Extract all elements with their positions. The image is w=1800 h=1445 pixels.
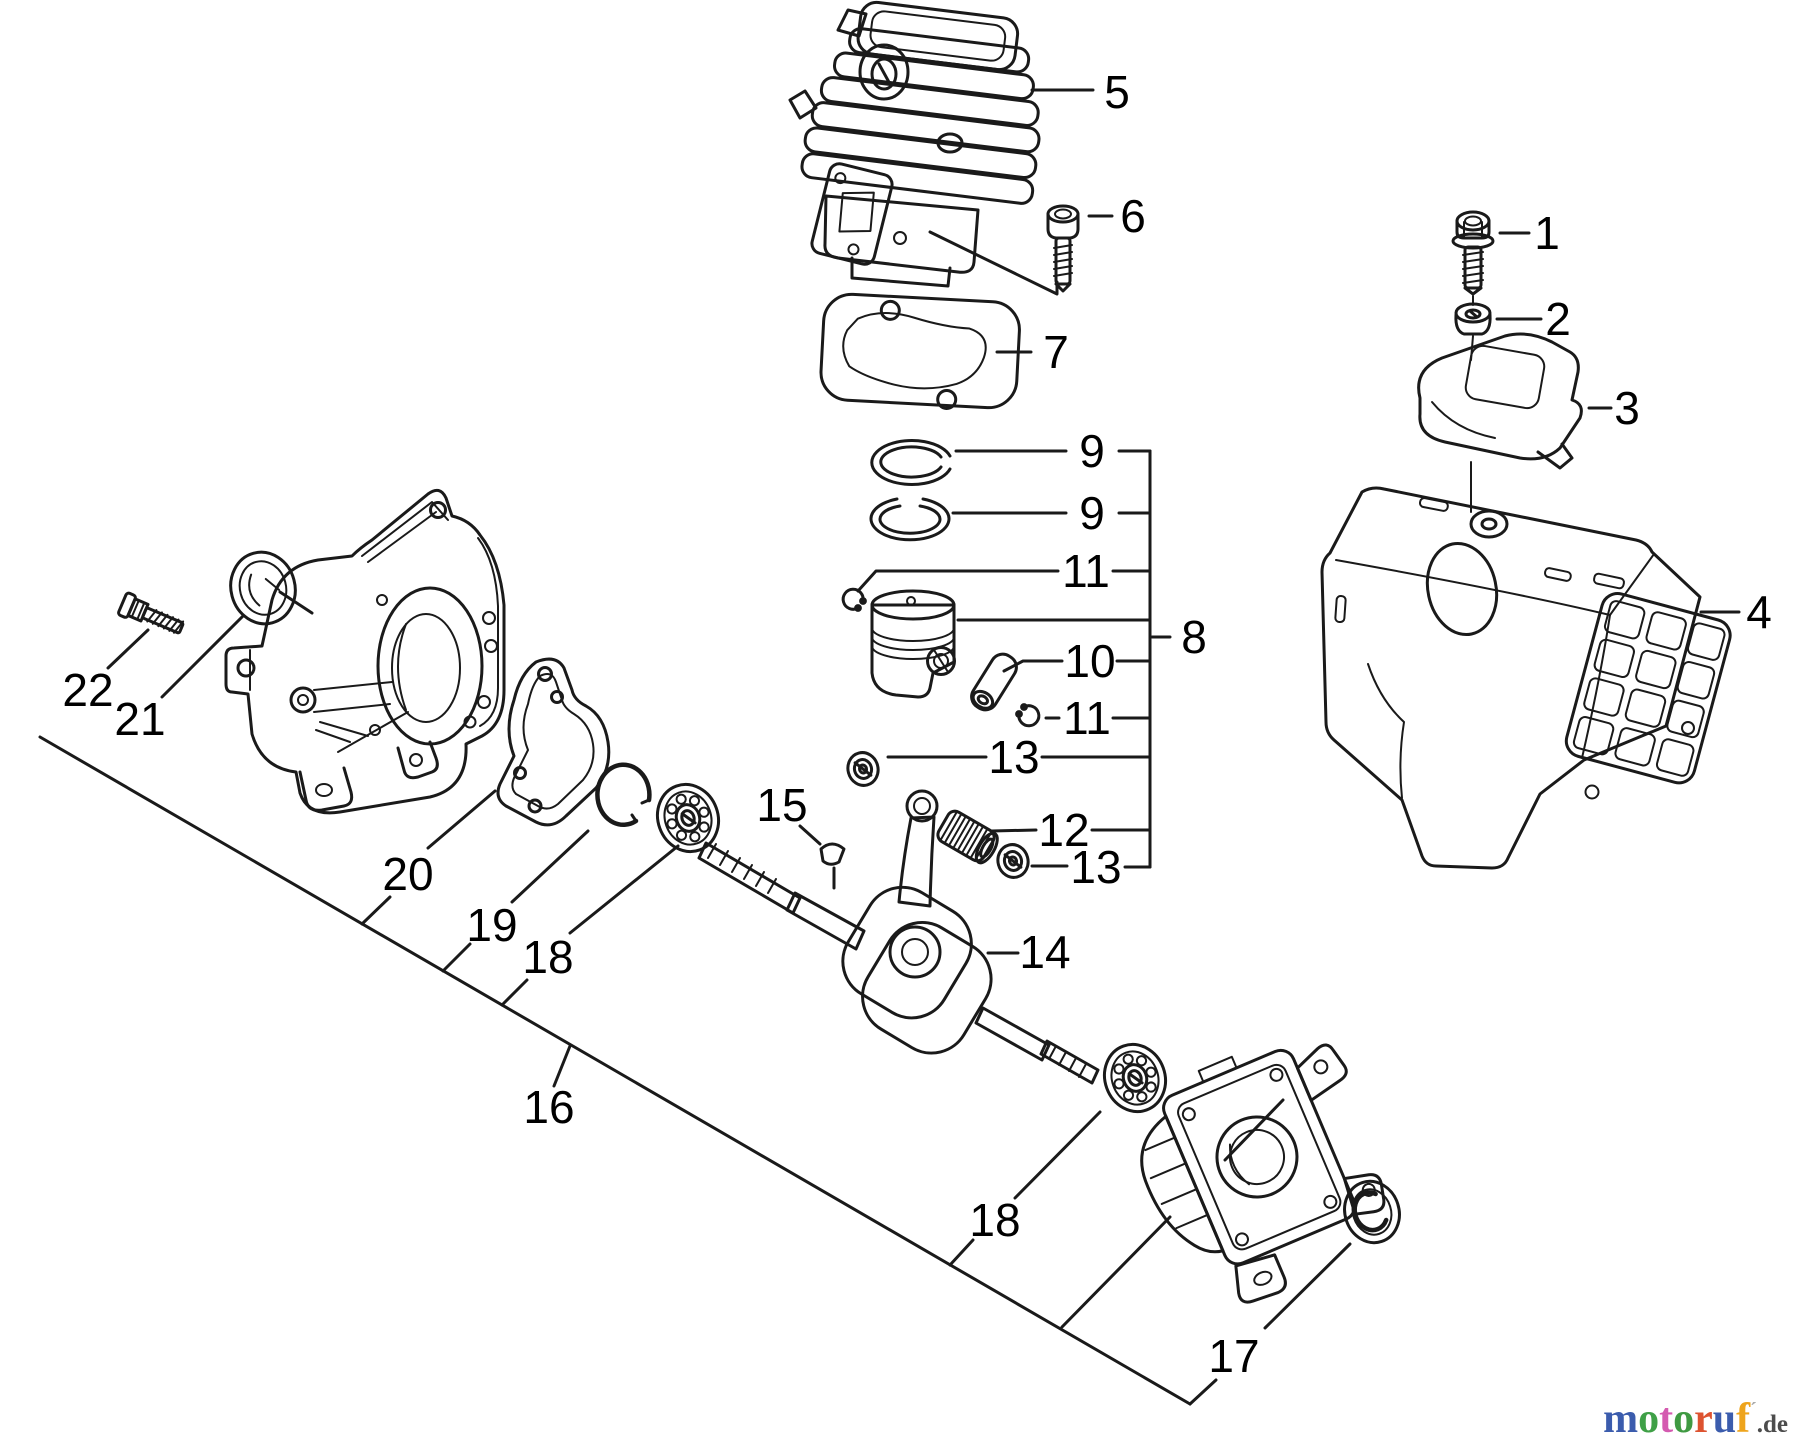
callout-11a: 11 (1062, 545, 1110, 597)
wm-letter: f (1736, 1396, 1751, 1442)
callout-3: 3 (1614, 382, 1640, 434)
callout-13a: 13 (988, 731, 1039, 783)
needle-bearing-illustration (936, 809, 999, 865)
cover-bolt-illustration (1451, 210, 1495, 296)
callout-21: 21 (114, 693, 165, 745)
callout-9a: 9 (1079, 425, 1105, 477)
crankcase-left-illustration (224, 488, 506, 815)
tick-to-19 (441, 942, 472, 973)
engine-cover-illustration (1320, 486, 1732, 870)
crankcase-ear-top (1295, 1043, 1348, 1102)
crankcase-bolt-illustration (117, 591, 185, 635)
cylinder-base (823, 194, 980, 274)
exhaust-flange (810, 162, 894, 266)
callout-15: 15 (756, 779, 807, 831)
wm-domain-suffix: .de (1757, 1411, 1788, 1438)
piston-pin-illustration (970, 652, 1018, 712)
wm-letter: u (1713, 1396, 1736, 1442)
callout-16: 16 (523, 1081, 574, 1133)
washer-13a-illustration (846, 751, 880, 787)
callout-9b: 9 (1079, 487, 1105, 539)
callout-6: 6 (1120, 190, 1146, 242)
cylinder-bolt-illustration (1046, 204, 1080, 293)
wm-letter: t (1659, 1396, 1673, 1442)
oil-seal-right-illustration (1343, 1179, 1401, 1245)
crankcase-gasket-illustration (496, 657, 611, 827)
spark-plug-boss (858, 43, 910, 101)
leader-12 (990, 828, 1038, 833)
crankcase-ear-bottom (1342, 1173, 1386, 1216)
callout-labels: 1 2 3 4 5 6 7 8 9 9 11 10 11 13 12 13 14… (62, 66, 1771, 1382)
callout-18b: 18 (969, 1194, 1020, 1246)
circlip-11b-illustration (1015, 703, 1041, 728)
callout-19: 19 (466, 899, 517, 951)
leader-15 (798, 824, 822, 846)
woodruff-key-illustration (819, 842, 846, 866)
leader-11a (856, 569, 1060, 593)
tick-to-18 (500, 978, 529, 1007)
wm-letter: o (1673, 1396, 1694, 1442)
leader-19 (510, 829, 590, 904)
crankshaft-illustration (697, 789, 1100, 1085)
callout-8: 8 (1181, 611, 1207, 663)
callout-20: 20 (382, 848, 433, 900)
leader-17-seal (1263, 1242, 1352, 1330)
crankcase-foot (1234, 1253, 1287, 1304)
leader-20 (426, 789, 497, 850)
callout-22: 22 (62, 664, 113, 716)
callout-7: 7 (1043, 326, 1069, 378)
callout-1: 1 (1534, 207, 1560, 259)
leader-lines (106, 88, 1741, 1330)
crankcase-right-illustration (1140, 1043, 1386, 1304)
piston-ring-2-illustration (869, 497, 951, 542)
tick-to-18-lower (948, 1238, 975, 1267)
piston-ring-1-illustration (870, 439, 952, 486)
ball-bearing-right-illustration (1103, 1042, 1167, 1114)
callout-5: 5 (1104, 66, 1130, 118)
cylinder-stub (836, 8, 868, 38)
cylinder-illustration (788, 0, 1041, 288)
leader-18b (1013, 1110, 1102, 1200)
piston-illustration (870, 589, 956, 699)
tick-to-20 (360, 895, 392, 926)
callout-10: 10 (1064, 635, 1115, 687)
wm-tick: ´ (1750, 1399, 1757, 1421)
motoruf-watermark: motoruf´.de (1603, 1396, 1788, 1442)
circlip-11a-illustration (841, 587, 867, 612)
tick-to-16 (552, 1044, 572, 1088)
callout-17: 17 (1208, 1330, 1259, 1382)
leader-22 (106, 628, 150, 670)
wm-letter: m (1603, 1396, 1638, 1442)
cylinder-gasket-illustration (819, 292, 1021, 410)
leader-10 (1002, 659, 1064, 673)
callout-12: 12 (1038, 804, 1089, 856)
cover-grille (1564, 592, 1732, 785)
callout-13b: 13 (1070, 841, 1121, 893)
wm-letter: o (1638, 1396, 1659, 1442)
callout-4: 4 (1746, 586, 1772, 638)
leader-18a (568, 844, 680, 935)
ball-bearing-left-illustration (656, 782, 720, 854)
wm-letter: r (1694, 1396, 1713, 1442)
callout-14: 14 (1019, 926, 1070, 978)
callout-2: 2 (1545, 293, 1571, 345)
cap-illustration (1417, 332, 1583, 513)
callout-18a: 18 (522, 931, 573, 983)
oil-seal-left-illustration (229, 550, 297, 626)
tick-to-17 (1188, 1378, 1218, 1406)
leader-21 (160, 614, 245, 699)
cylinder-stub-2 (788, 89, 818, 120)
callout-11b: 11 (1063, 692, 1111, 744)
axis-branch-to-crankcase (1060, 1215, 1172, 1329)
washer-13b-illustration (996, 843, 1030, 879)
